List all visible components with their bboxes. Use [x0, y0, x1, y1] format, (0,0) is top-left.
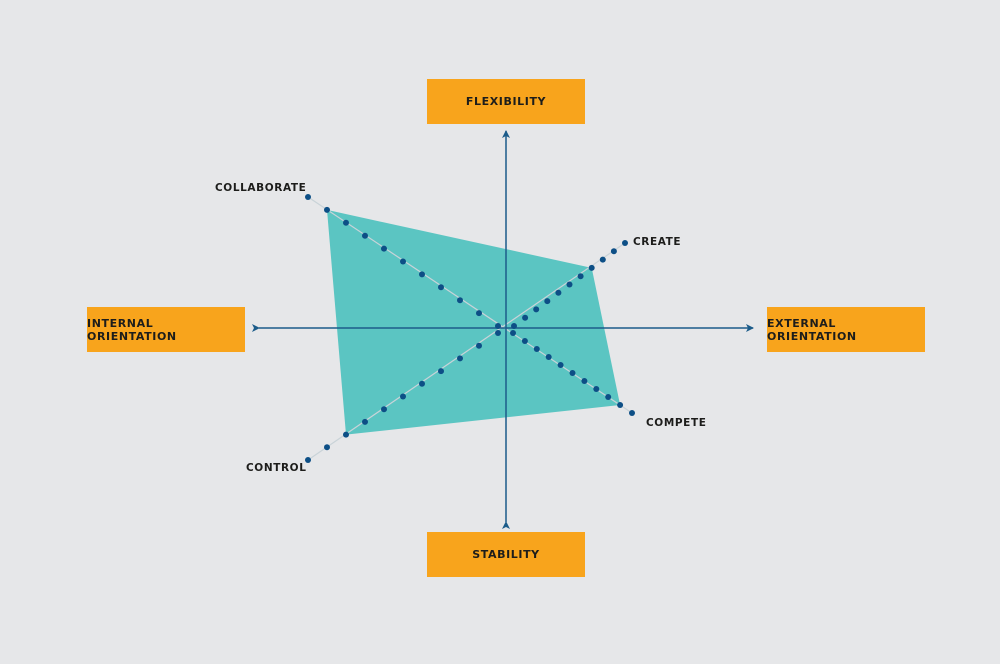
- internal-orientation-label: INTERNAL ORIENTATION: [87, 316, 177, 343]
- control-scale-dot-6: [381, 406, 387, 413]
- create-scale-dot-10: [622, 240, 628, 246]
- flexibility-label: FLEXIBILITY: [465, 95, 547, 108]
- collaborate-compete-axis: [307, 196, 633, 414]
- control-scale-dot-7: [362, 418, 368, 425]
- collaborate-scale-dot-9: [324, 206, 330, 213]
- control-create-axis: [307, 242, 626, 461]
- control-scale-dot-10: [305, 457, 311, 463]
- compete-scale-dot-9: [617, 402, 624, 408]
- control-scale-dot-4: [419, 380, 425, 387]
- stability-label-box: STABILITY: [427, 532, 585, 577]
- create-scale-dot-8: [599, 256, 606, 263]
- create-scale-dot-2: [533, 306, 540, 313]
- compete-label: COMPETE: [646, 417, 707, 429]
- collaborate-scale-dot-0: [495, 323, 501, 329]
- control-scale-dot-0: [495, 330, 501, 336]
- create-label: CREATE: [633, 236, 682, 248]
- control-scale-dot-1: [476, 342, 482, 349]
- compete-scale-dot-8: [605, 394, 612, 400]
- collaborate-scale-dot-6: [381, 245, 387, 252]
- create-scale-dot-6: [577, 273, 584, 280]
- collaborate-scale-dot-7: [362, 232, 368, 239]
- compete-scale-dot-0: [510, 330, 516, 336]
- collaborate-scale-dot-3: [438, 284, 444, 291]
- control-scale-dot-9: [324, 444, 330, 451]
- create-scale-dot-4: [555, 289, 562, 296]
- compete-scale-dot-10: [629, 410, 635, 416]
- collaborate-scale-dot-10: [305, 194, 311, 200]
- collaborate-scale-dot-8: [343, 219, 349, 226]
- collaborate-scale-dot-4: [419, 271, 425, 278]
- control-scale-dot-8: [343, 431, 349, 438]
- external-orientation-label: EXTERNAL ORIENTATION: [767, 316, 857, 343]
- flexibility-label-box: FLEXIBILITY: [427, 79, 585, 124]
- compete-scale-dot-7: [593, 386, 600, 392]
- collaborate-label: COLLABORATE: [215, 182, 307, 194]
- compete-scale-dot-5: [569, 370, 576, 376]
- control-label: CONTROL: [246, 462, 307, 474]
- create-scale-dot-0: [511, 323, 517, 329]
- create-scale-dot-1: [522, 314, 529, 321]
- compete-scale-dot-6: [581, 378, 588, 384]
- stability-label: STABILITY: [472, 548, 540, 561]
- compete-scale-dot-3: [545, 354, 552, 360]
- control-scale-dot-3: [438, 368, 444, 375]
- culture-profile-area: [327, 209, 621, 435]
- collaborate-scale-dot-1: [476, 310, 482, 317]
- control-scale-dot-5: [400, 393, 406, 400]
- external-orientation-label-box: EXTERNAL ORIENTATION: [767, 307, 925, 352]
- create-scale-dot-3: [544, 298, 551, 305]
- internal-orientation-label-box: INTERNAL ORIENTATION: [87, 307, 245, 352]
- control-scale-dot-2: [457, 355, 463, 362]
- collaborate-scale-dot-5: [400, 258, 406, 265]
- create-scale-dot-7: [588, 264, 595, 271]
- compete-scale-dot-2: [533, 346, 540, 352]
- compete-scale-dot-4: [557, 362, 564, 368]
- collaborate-scale-dot-2: [457, 297, 463, 304]
- compete-scale-dot-1: [521, 338, 528, 344]
- scale-dots: [305, 194, 635, 463]
- create-scale-dot-9: [610, 248, 617, 255]
- create-scale-dot-5: [566, 281, 573, 288]
